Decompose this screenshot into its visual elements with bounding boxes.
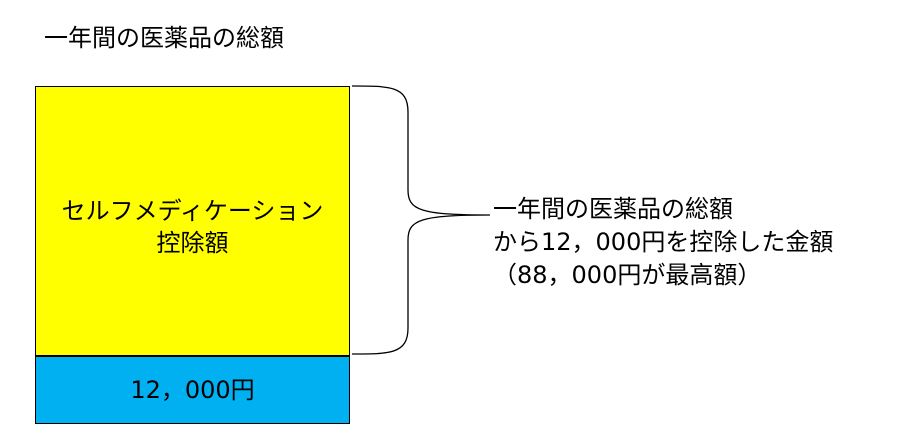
note-line2: から12，000円を控除した金額 [493, 228, 834, 256]
deduction-label-line1: セルフメディケーション [61, 197, 324, 225]
deduction-explanation: 一年間の医薬品の総額 から12，000円を控除した金額 （88，000円が最高額… [493, 193, 833, 292]
base-amount-box: 12，000円 [35, 356, 350, 424]
self-medication-deduction-box: セルフメディケーション 控除額 [35, 86, 350, 356]
deduction-label: セルフメディケーション 控除額 [36, 195, 349, 259]
diagram-title: 一年間の医薬品の総額 [44, 24, 284, 52]
note-line3: （88，000円が最高額） [493, 261, 762, 289]
note-line1: 一年間の医薬品の総額 [493, 195, 733, 223]
curly-brace-icon [351, 85, 491, 355]
deduction-label-line2: 控除額 [156, 229, 229, 257]
